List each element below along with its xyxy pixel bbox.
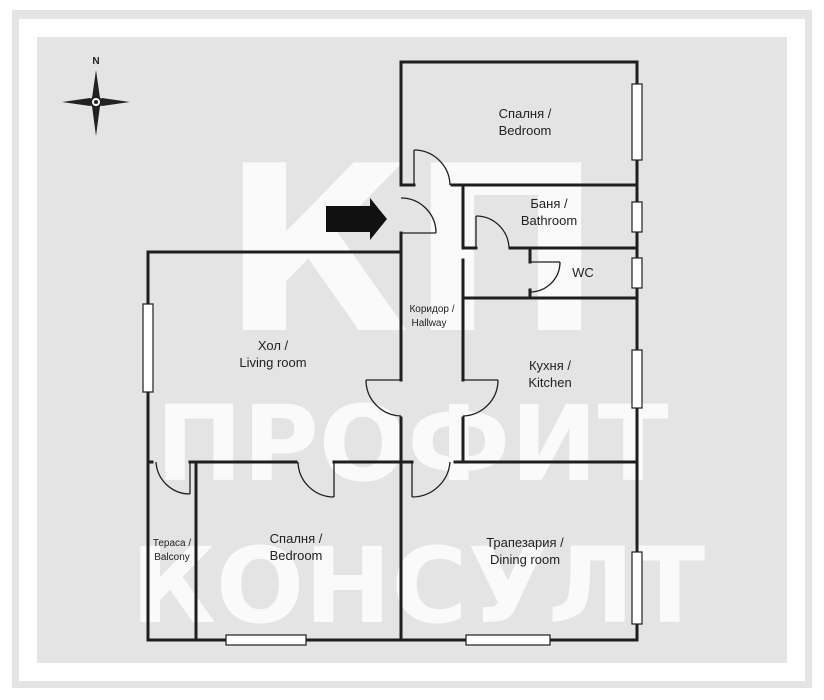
compass-rose-icon [62, 70, 130, 136]
entrance-arrow-icon [326, 198, 387, 240]
room-name-bg: Спалня / [499, 106, 552, 121]
watermark-line-2: КОНСУЛТ [131, 525, 705, 647]
room-label-kitchen: Кухня / Kitchen [528, 358, 571, 390]
room-name-en: Living room [239, 355, 306, 370]
room-label-wc: WC [572, 265, 594, 280]
room-label-bedroom-bottom: Спалня / Bedroom [270, 531, 323, 563]
room-label-bathroom: Баня / Bathroom [521, 196, 577, 228]
room-name-en: Bedroom [270, 548, 323, 563]
window-dining-south [465, 634, 551, 646]
room-name-bg: Трапезария / [486, 535, 564, 550]
compass-north-label: N [92, 56, 99, 67]
room-name: WC [572, 265, 594, 280]
window-bathroom [631, 201, 643, 233]
room-name-bg: Баня / [530, 196, 568, 211]
window-wc [631, 257, 643, 289]
room-label-dining-room: Трапезария / Dining room [486, 535, 564, 567]
windows [142, 83, 643, 646]
walls [146, 60, 639, 642]
room-name-bg: Тераса / [153, 538, 192, 549]
room-name-en: Balcony [154, 552, 190, 563]
room-label-balcony: Тераса / Balcony [153, 538, 192, 563]
room-name-en: Kitchen [528, 375, 571, 390]
room-name-bg: Коридор / [409, 304, 454, 315]
inner-frame [19, 19, 805, 681]
room-name-en: Bedroom [499, 123, 552, 138]
window-bedroom-top [631, 83, 643, 161]
room-label-hallway: Коридор / Hallway [409, 304, 454, 329]
room-name-en: Bathroom [521, 213, 577, 228]
room-name-en: Hallway [411, 318, 446, 329]
room-label-living-room: Хол / Living room [239, 338, 306, 370]
room-label-bedroom-top: Спалня / Bedroom [499, 106, 552, 138]
room-name-bg: Спалня / [270, 531, 323, 546]
room-name-en: Dining room [490, 552, 560, 567]
room-name-bg: Хол / [258, 338, 289, 353]
window-dining [631, 551, 643, 625]
window-living [142, 303, 154, 393]
room-name-bg: Кухня / [529, 358, 571, 373]
window-kitchen [631, 349, 643, 409]
doors [155, 149, 561, 498]
watermark: КП ПРОФИТ КОНСУЛТ [131, 118, 705, 647]
window-bedroom-bottom [225, 634, 307, 646]
